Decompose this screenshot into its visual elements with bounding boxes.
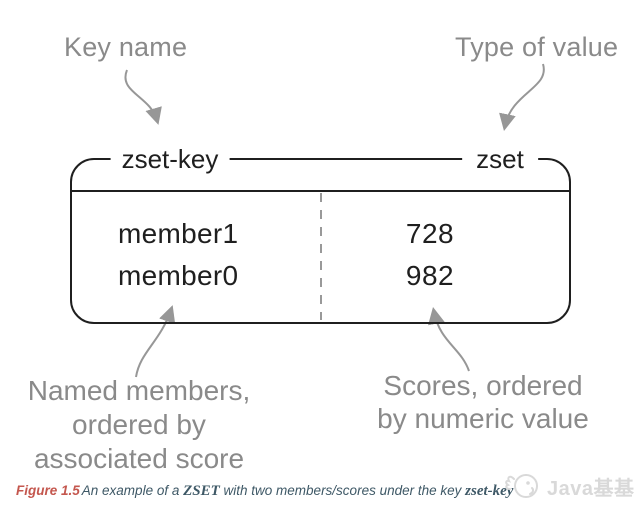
type-of-value-annotation: Type of value xyxy=(455,32,619,62)
scores-note-line: Scores, ordered xyxy=(383,370,583,401)
caption-key-term: zset-key xyxy=(465,483,514,499)
arrow-key-name-to-box xyxy=(124,69,162,125)
zset-key-label: zset-key xyxy=(110,140,230,178)
scores-note: Scores, ordered by numeric value xyxy=(377,369,589,435)
header-separator-line xyxy=(70,190,571,192)
members-note-line: ordered by xyxy=(72,409,206,440)
watermark: Java基基 xyxy=(504,471,635,501)
members-note: Named members, ordered by associated sco… xyxy=(28,374,251,476)
score-cell: 728 xyxy=(405,218,455,249)
member-cell: member1 xyxy=(118,218,239,249)
watermark-brand-text: Java基基 xyxy=(547,477,635,500)
members-note-line: Named members, xyxy=(27,375,251,406)
members-note-line: associated score xyxy=(33,443,245,474)
key-name-annotation: Key name xyxy=(64,32,188,62)
figure-number: Figure 1.5 xyxy=(16,483,80,498)
zset-type-label: zset xyxy=(462,140,538,178)
score-cell: 982 xyxy=(405,260,455,291)
member-cell: member0 xyxy=(118,260,239,291)
scores-note-line: by numeric value xyxy=(377,403,589,434)
rooster-logo-icon xyxy=(505,474,538,498)
caption-zset-term: ZSET xyxy=(183,483,220,499)
arrow-type-to-box xyxy=(499,63,545,131)
caption-text: with two members/scores under the key xyxy=(219,483,466,498)
caption-text: An example of a xyxy=(81,483,184,498)
member-score-divider xyxy=(320,193,322,320)
zset-box: zset-key zset member1 728 member0 982 xyxy=(70,140,571,324)
